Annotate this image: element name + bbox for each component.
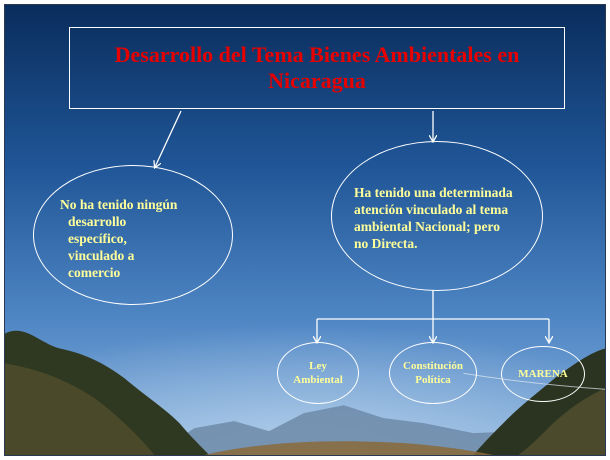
left-node-line: No ha tenido ningún [60,197,178,212]
left-node-text: No ha tenido ningún desarrollo específic… [60,196,230,281]
left-node-line: vinculado a [68,248,135,263]
right-node-line: Ha tenido una determinada [354,185,513,200]
child-node-constitucion-politica: Constitución Política [389,342,477,404]
child-node-label: Ley Ambiental [293,360,343,386]
right-node-ellipse: Ha tenido una determinada atención vincu… [331,141,543,291]
right-node-text: Ha tenido una determinada atención vincu… [354,184,540,252]
slide: Desarrollo del Tema Bienes Ambientales e… [4,4,606,456]
child-node-label: Constitución Política [403,360,463,386]
child-node-label: MARENA [518,368,568,380]
slide-title: Desarrollo del Tema Bienes Ambientales e… [114,41,520,93]
left-node-ellipse: No ha tenido ningún desarrollo específic… [33,165,233,305]
title-box: Desarrollo del Tema Bienes Ambientales e… [69,27,565,109]
left-node-line: desarrollo [68,214,127,229]
child-node-marena: MARENA [501,346,585,402]
child-node-ley-ambiental: Ley Ambiental [277,342,359,404]
left-node-line: comercio [68,265,121,280]
right-node-line: ambiental Nacional; pero [354,219,500,234]
right-node-line: atención vinculado al tema [354,202,509,217]
left-node-line: específico, [68,231,127,246]
right-node-line: no Directa. [354,236,418,251]
